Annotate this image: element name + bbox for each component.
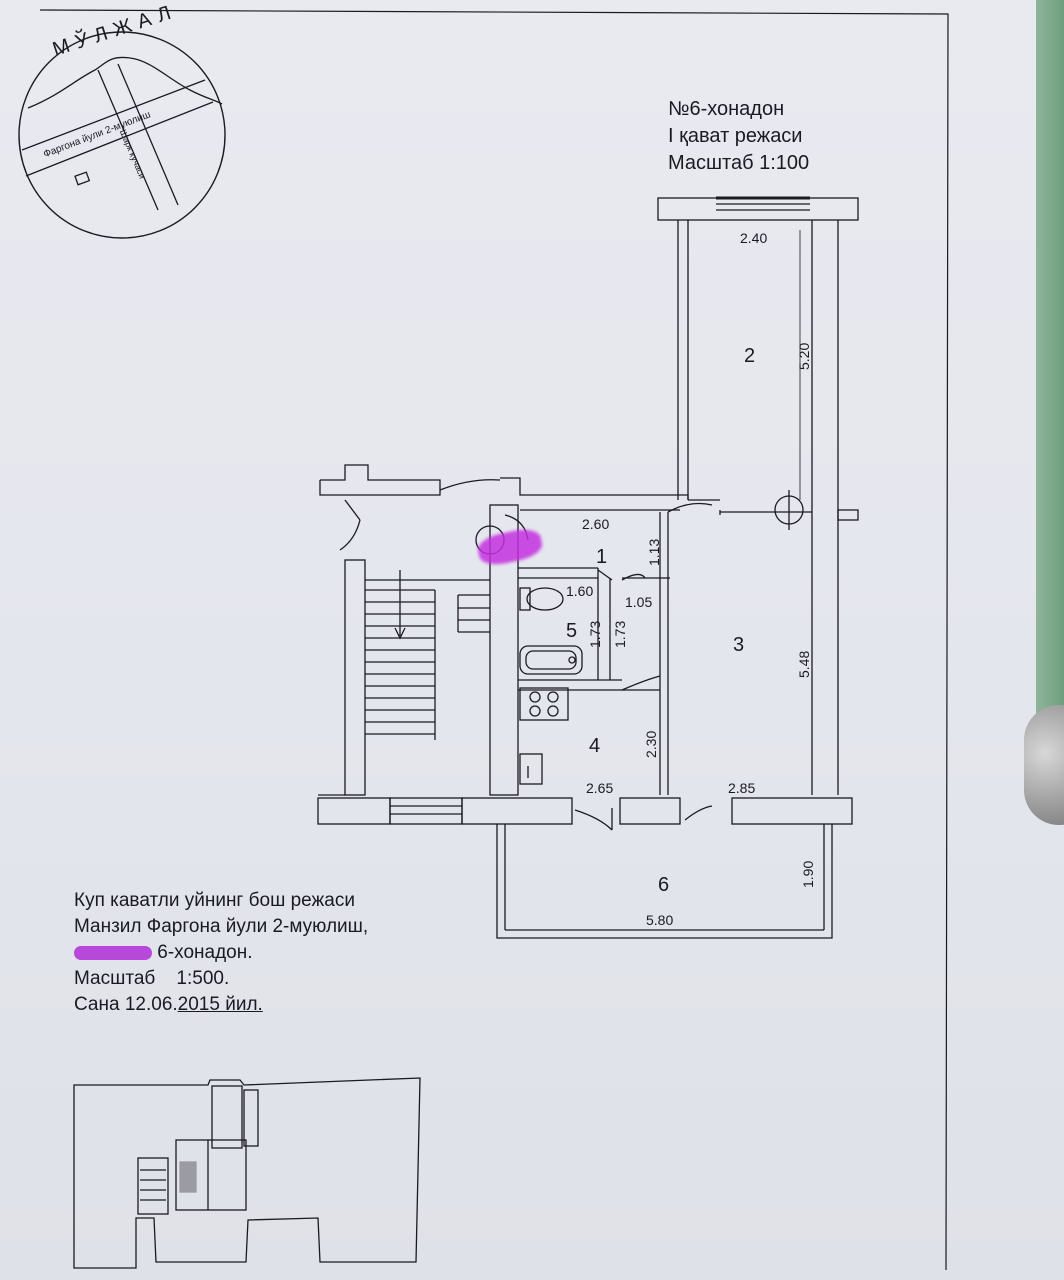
page-frame [39, 9, 949, 1271]
dim-balcony-width: 5.80 [646, 912, 674, 928]
dim-room3-length: 5.48 [796, 650, 812, 678]
scale-line: Масштаб 1:500. [74, 968, 230, 989]
finger-shadow [1024, 705, 1064, 825]
redaction-scribble [74, 945, 152, 960]
date-line: Сана 12.06.2015 йил. [74, 994, 263, 1015]
site-plan-inset [73, 1077, 421, 1269]
dim-room1-length: 1.13 [646, 538, 662, 566]
room-2-walls [657, 196, 859, 795]
dim-wc-length: 1.73 [587, 620, 603, 648]
dim-corridor-width: 1.05 [625, 594, 653, 610]
apartment-line: 6-хонадон. [74, 940, 368, 966]
background-surface [1036, 0, 1064, 720]
dim-wc-width: 1.60 [566, 583, 594, 599]
dim-room4-length: 2.30 [643, 730, 659, 758]
dim-room1-width: 2.60 [582, 516, 610, 532]
room-6-label: 6 [658, 874, 670, 896]
plan-title: Куп каватли уйнинг бош режаси [74, 890, 355, 911]
scale-label: Масштаб 1:100 [668, 152, 810, 174]
apartment-walls [317, 230, 859, 939]
room-2-label: 2 [744, 345, 756, 367]
dim-bath-length: 1.73 [612, 620, 628, 648]
room-3-label: 3 [733, 634, 745, 656]
room-1-label: 1 [596, 546, 608, 568]
dim-room4-width: 2.65 [586, 780, 614, 796]
address-block: Куп каватли уйнинг бош режаси Манзил Фар… [74, 888, 368, 1018]
apartment-number: №6-хонадон [668, 98, 785, 120]
dim-room2-length: 5.20 [796, 342, 812, 370]
orientation-map [18, 31, 226, 239]
dim-room3-width: 2.85 [728, 780, 756, 796]
dim-balcony-length: 1.90 [800, 860, 816, 888]
address-line: Манзил Фаргона йули 2-муюлиш, [74, 916, 369, 937]
room-5-label: 5 [566, 620, 578, 642]
dim-room2-width: 2.40 [740, 230, 768, 246]
title-block: №6-хонадон I қават режаси Масштаб 1:100 [668, 96, 809, 177]
floor-plan-label: I қават режаси [668, 125, 803, 147]
room-4-label: 4 [589, 735, 601, 757]
